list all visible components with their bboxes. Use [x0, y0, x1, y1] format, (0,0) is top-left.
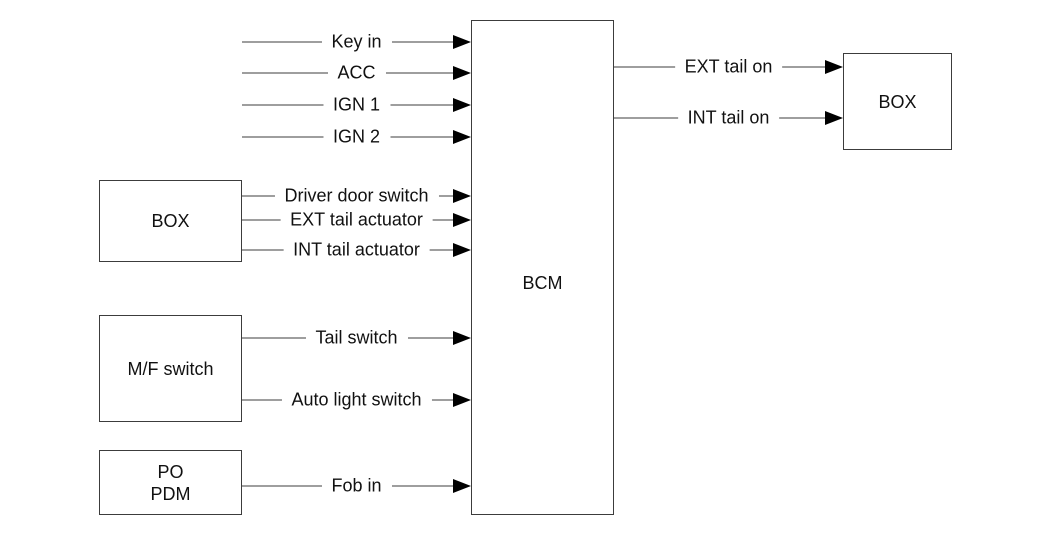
- block-label-line: PDM: [150, 483, 191, 504]
- arrowhead-right-icon: [453, 130, 471, 144]
- arrowhead-right-icon: [453, 243, 471, 257]
- block-label-line: PO: [157, 461, 184, 482]
- connector-label: INT tail on: [677, 107, 780, 129]
- connector-label: EXT tail on: [674, 56, 783, 78]
- connector-label: Tail switch: [305, 327, 408, 349]
- connector-ign-1: IGN 1: [242, 92, 471, 118]
- connector-int-tail-actuator: INT tail actuator: [242, 237, 471, 263]
- block-label-line: BCM: [522, 273, 563, 293]
- connector-label: IGN 1: [322, 94, 391, 116]
- connector-label: EXT tail actuator: [280, 209, 433, 231]
- connector-fob-in: Fob in: [242, 473, 471, 499]
- connector-label: INT tail actuator: [283, 239, 430, 261]
- connector-label: Key in: [321, 31, 392, 53]
- connector-tail-switch: Tail switch: [242, 325, 471, 351]
- arrowhead-right-icon: [453, 35, 471, 49]
- block-label-line: BOX: [878, 91, 917, 112]
- connector-label: ACC: [327, 62, 386, 84]
- arrowhead-right-icon: [453, 479, 471, 493]
- block-label-bcm: BCM: [472, 21, 613, 514]
- block-mf-switch: M/F switch: [99, 315, 242, 422]
- arrowhead-right-icon: [453, 189, 471, 203]
- block-label-left-box: BOX: [100, 181, 241, 261]
- connector-label: Auto light switch: [281, 389, 432, 411]
- arrowhead-right-icon: [453, 66, 471, 80]
- arrowhead-right-icon: [453, 393, 471, 407]
- arrowhead-right-icon: [825, 111, 843, 125]
- arrowhead-right-icon: [453, 98, 471, 112]
- arrowhead-right-icon: [453, 331, 471, 345]
- block-left-box: BOX: [99, 180, 242, 262]
- block-label-line: BOX: [151, 211, 190, 231]
- connector-ign-2: IGN 2: [242, 124, 471, 150]
- block-label-right-box: BOX: [844, 54, 951, 149]
- connector-label: IGN 2: [322, 126, 391, 148]
- block-right-box: BOX: [843, 53, 952, 150]
- arrowhead-right-icon: [825, 60, 843, 74]
- connector-driver-door-switch: Driver door switch: [242, 183, 471, 209]
- connector-acc: ACC: [242, 60, 471, 86]
- block-label-line: M/F switch: [127, 358, 214, 379]
- block-label-mf-switch: M/F switch: [100, 316, 241, 421]
- connector-label: Fob in: [321, 475, 392, 497]
- arrowhead-right-icon: [453, 213, 471, 227]
- connector-label: Driver door switch: [274, 185, 439, 207]
- block-bcm: BCM: [471, 20, 614, 515]
- connector-ext-tail-actuator: EXT tail actuator: [242, 207, 471, 233]
- connector-auto-light-switch: Auto light switch: [242, 387, 471, 413]
- connector-int-tail-on: INT tail on: [614, 105, 843, 131]
- connector-key-in: Key in: [242, 29, 471, 55]
- connector-ext-tail-on: EXT tail on: [614, 54, 843, 80]
